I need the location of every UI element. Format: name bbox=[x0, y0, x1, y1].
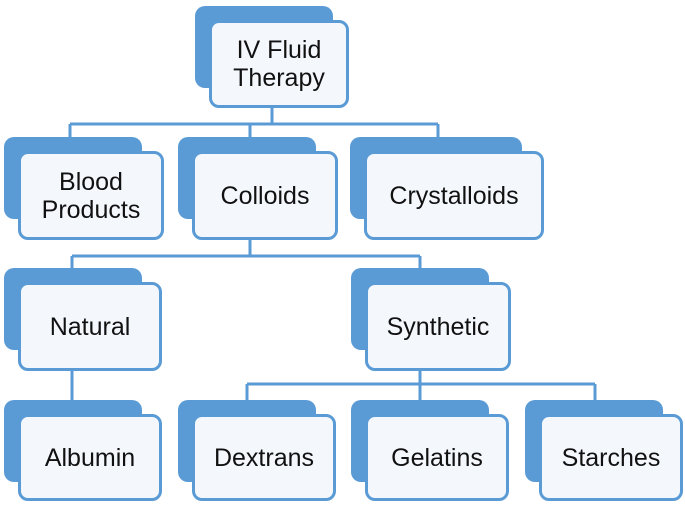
node-albumin: Albumin bbox=[4, 400, 162, 502]
node-gelatins: Gelatins bbox=[351, 400, 509, 502]
node-label: Albumin bbox=[44, 443, 136, 472]
node-label: Colloids bbox=[220, 181, 310, 210]
node-label: Natural bbox=[49, 312, 131, 341]
node-synthetic: Synthetic bbox=[351, 268, 511, 373]
node-card: Gelatins bbox=[365, 414, 509, 501]
node-card: IV Fluid Therapy bbox=[209, 20, 349, 108]
node-card: Dextrans bbox=[192, 414, 336, 501]
node-card: Natural bbox=[18, 282, 162, 371]
node-card: Starches bbox=[539, 414, 683, 501]
node-card: Blood Products bbox=[18, 151, 164, 240]
node-card: Albumin bbox=[18, 414, 162, 501]
node-card: Synthetic bbox=[365, 282, 511, 371]
node-label: IV Fluid Therapy bbox=[233, 36, 325, 92]
node-colloids: Colloids bbox=[178, 137, 338, 242]
node-starches: Starches bbox=[525, 400, 683, 502]
node-label: Gelatins bbox=[391, 443, 483, 472]
node-label: Crystalloids bbox=[389, 181, 519, 210]
node-blood-products: Blood Products bbox=[4, 137, 164, 242]
node-card: Crystalloids bbox=[364, 151, 544, 240]
node-label: Dextrans bbox=[213, 443, 315, 472]
node-dextrans: Dextrans bbox=[178, 400, 336, 502]
node-label: Synthetic bbox=[386, 312, 490, 341]
node-label: Starches bbox=[561, 443, 661, 472]
node-label: Blood Products bbox=[41, 167, 141, 224]
node-card: Colloids bbox=[192, 151, 338, 240]
node-iv-fluid-therapy: IV Fluid Therapy bbox=[195, 6, 353, 109]
node-natural: Natural bbox=[4, 268, 162, 373]
node-crystalloids: Crystalloids bbox=[350, 137, 546, 242]
